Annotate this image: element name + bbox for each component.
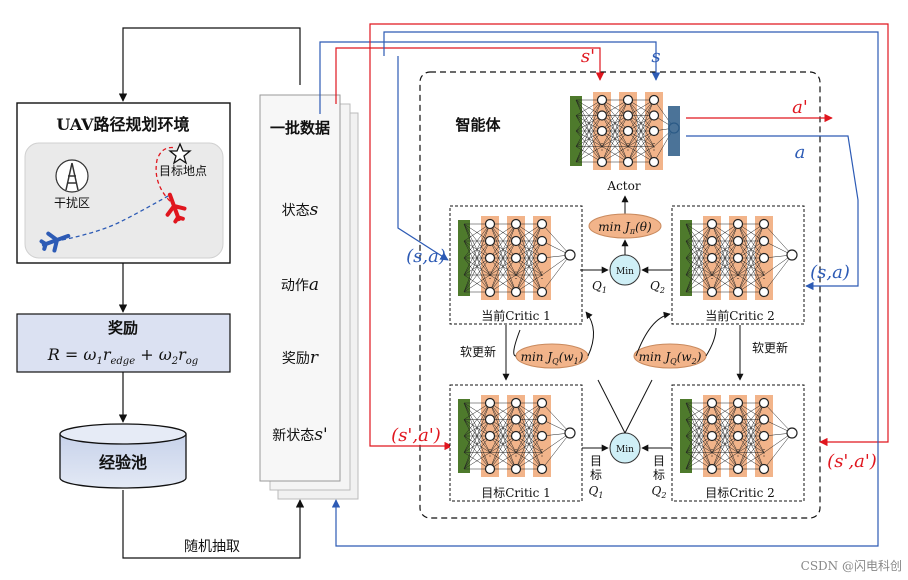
batch-data-stack: 一批数据 状态s 动作a 奖励r 新状态s' [259,94,359,500]
pool-title: 经验池 [99,453,147,472]
svg-text:⋮: ⋮ [538,271,547,281]
target-star-icon [168,142,192,165]
critic1-loss: min JQ(w1) [515,343,589,369]
environment-title: UAV路径规划环境 [56,115,189,134]
watermark: CSDN @闪电科创 [801,559,902,573]
environment-box: UAV路径规划环境 干扰区 目标地点 [16,102,231,264]
critic-input-sa-left: (s,a) [406,246,446,267]
svg-text:Min: Min [616,445,634,455]
batch-item-state: 状态s [282,200,319,220]
svg-text:⋮: ⋮ [512,271,521,281]
svg-text:⋮: ⋮ [708,271,717,281]
soft-update-right: 软更新 [752,340,788,355]
experience-pool: 经验池 [59,423,187,489]
target-critic1-label: 目标Critic 1 [481,486,551,500]
uav-red-plane-icon [165,192,187,224]
svg-text:⋮: ⋮ [650,143,659,153]
svg-text:⋮: ⋮ [734,271,743,281]
svg-text:min JQ(w2): min JQ(w2) [639,350,702,366]
svg-text:⋮: ⋮ [760,271,769,281]
agent-title: 智能体 [455,116,501,134]
svg-text:⋮: ⋮ [598,143,607,153]
target-critic2-label: 目标Critic 2 [705,486,775,500]
current-critic2-label: 当前Critic 2 [705,308,775,323]
current-critic1-network: ⋮ ⋮ ⋮ [449,205,583,325]
actor-output-a-prime: a' [792,97,808,118]
batch-title: 一批数据 [270,119,330,137]
reward-formula: R = ω1redge + ω2rog [47,345,198,367]
batch-item-next-state: 新状态s' [272,425,327,445]
actor-input-s-prime: s' [581,46,595,67]
svg-text:Min: Min [616,267,634,277]
target-critic2-network: ⋮ ⋮ ⋮ [671,384,805,502]
interference-label: 干扰区 [54,196,90,210]
batch-item-action: 动作a [281,275,319,295]
interference-tower-icon [55,159,89,193]
q2-label: Q2 [650,279,665,295]
actor-input-s: s [651,46,660,67]
agent-box: 智能体 [419,71,821,519]
actor-loss: min Jπ(θ) [588,213,662,239]
svg-text:min JQ(w1): min JQ(w1) [521,350,584,366]
critic-input-sa-right: (s,a) [810,262,850,283]
critic-input-spap-left: (s',a') [391,425,441,446]
current-critic1-label: 当前Critic 1 [481,308,551,323]
svg-text:⋮: ⋮ [486,271,495,281]
uav-blue-plane-icon [39,231,71,253]
svg-text:min Jπ(θ): min Jπ(θ) [598,220,652,236]
svg-text:⋮: ⋮ [624,143,633,153]
actor-network: ⋮ ⋮ ⋮ [570,92,680,170]
svg-text:⋮: ⋮ [512,449,521,459]
random-sample-label: 随机抽取 [184,539,240,555]
svg-text:⋮: ⋮ [538,449,547,459]
batch-item-reward: 奖励r [282,348,319,368]
q1-label: Q1 [592,279,607,295]
reward-title: 奖励 [108,319,138,337]
actor-label: Actor [606,179,640,193]
svg-text:⋮: ⋮ [708,449,717,459]
critic2-loss: min JQ(w2) [633,343,707,369]
critic-input-spap-right: (s',a') [827,451,877,472]
reward-box: 奖励 R = ω1redge + ω2rog [16,313,231,373]
target-label: 目标地点 [159,164,207,178]
svg-text:⋮: ⋮ [734,449,743,459]
svg-text:⋮: ⋮ [486,449,495,459]
target-critic1-network: ⋮ ⋮ ⋮ [449,384,583,502]
soft-update-left: 软更新 [460,344,496,359]
svg-text:⋮: ⋮ [760,449,769,459]
min-node-target: Min [609,432,641,464]
min-node-current: Min [609,254,641,286]
current-critic2-network: ⋮ ⋮ ⋮ [671,205,805,325]
actor-output-a: a [795,142,806,163]
